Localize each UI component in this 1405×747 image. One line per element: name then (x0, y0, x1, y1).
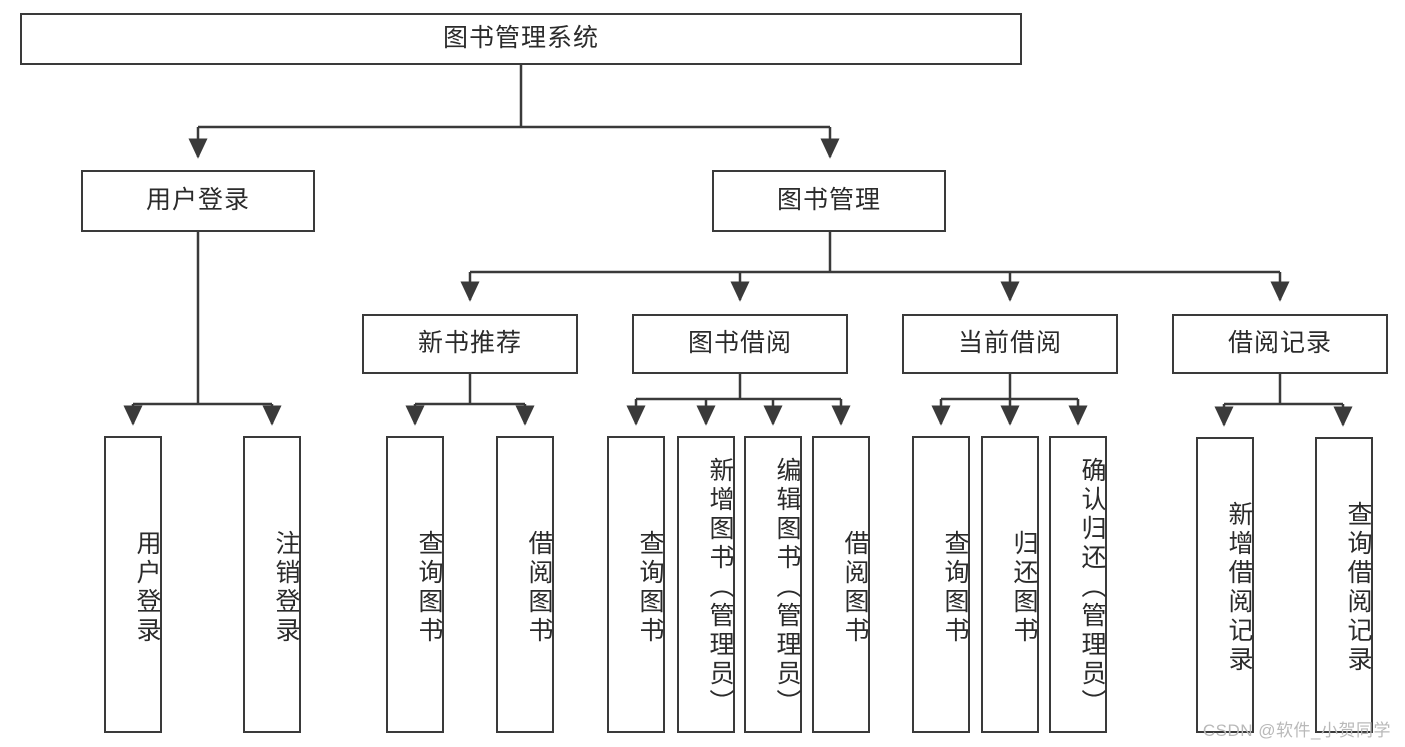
node-leaf-return-book[interactable]: 归还图书 (981, 436, 1039, 733)
node-leaf-edit-book-label: 编辑图书（管理员） (773, 457, 801, 718)
node-leaf-return-book-label: 归还图书 (1010, 529, 1038, 646)
node-leaf-query-book-2[interactable]: 查询图书 (607, 436, 665, 733)
node-new-book-recommend[interactable]: 新书推荐 (362, 314, 578, 374)
node-leaf-add-record-label: 新增借阅记录 (1225, 501, 1253, 675)
node-leaf-query-record[interactable]: 查询借阅记录 (1315, 437, 1373, 733)
node-leaf-user-logout[interactable]: 注销登录 (243, 436, 301, 733)
node-leaf-add-book-label: 新增图书（管理员） (706, 457, 734, 718)
node-leaf-add-record[interactable]: 新增借阅记录 (1196, 437, 1254, 733)
node-book-manage[interactable]: 图书管理 (712, 170, 946, 232)
node-leaf-user-logout-label: 注销登录 (272, 529, 300, 646)
node-user-login-label: 用户登录 (145, 186, 250, 215)
node-leaf-add-book[interactable]: 新增图书（管理员） (677, 436, 735, 733)
node-book-manage-label: 图书管理 (776, 186, 881, 215)
node-book-borrow-label: 图书借阅 (687, 329, 792, 358)
node-leaf-confirm-return[interactable]: 确认归还（管理员） (1049, 436, 1107, 733)
node-root-label: 图书管理系统 (442, 24, 599, 53)
watermark: CSDN @软件_小贺同学 (1202, 721, 1391, 740)
node-user-login[interactable]: 用户登录 (81, 170, 315, 232)
node-leaf-query-book-3-label: 查询图书 (941, 529, 969, 646)
node-leaf-borrow-book-1[interactable]: 借阅图书 (496, 436, 554, 733)
node-leaf-query-book-2-label: 查询图书 (636, 529, 664, 646)
node-leaf-edit-book[interactable]: 编辑图书（管理员） (744, 436, 802, 733)
node-leaf-borrow-book-2[interactable]: 借阅图书 (812, 436, 870, 733)
node-leaf-query-book-1-label: 查询图书 (415, 529, 443, 646)
node-leaf-query-book-3[interactable]: 查询图书 (912, 436, 970, 733)
node-new-book-recommend-label: 新书推荐 (417, 329, 522, 358)
node-leaf-query-record-label: 查询借阅记录 (1344, 501, 1372, 675)
node-leaf-query-book-1[interactable]: 查询图书 (386, 436, 444, 733)
node-borrow-record-label: 借阅记录 (1227, 329, 1332, 358)
node-leaf-borrow-book-1-label: 借阅图书 (525, 529, 553, 646)
node-borrow-record[interactable]: 借阅记录 (1172, 314, 1388, 374)
node-current-borrow[interactable]: 当前借阅 (902, 314, 1118, 374)
node-leaf-user-login[interactable]: 用户登录 (104, 436, 162, 733)
node-leaf-borrow-book-2-label: 借阅图书 (841, 529, 869, 646)
node-current-borrow-label: 当前借阅 (957, 329, 1062, 358)
node-leaf-user-login-label: 用户登录 (133, 529, 161, 646)
node-leaf-confirm-return-label: 确认归还（管理员） (1078, 457, 1106, 718)
node-book-borrow[interactable]: 图书借阅 (632, 314, 848, 374)
node-root[interactable]: 图书管理系统 (20, 13, 1022, 65)
